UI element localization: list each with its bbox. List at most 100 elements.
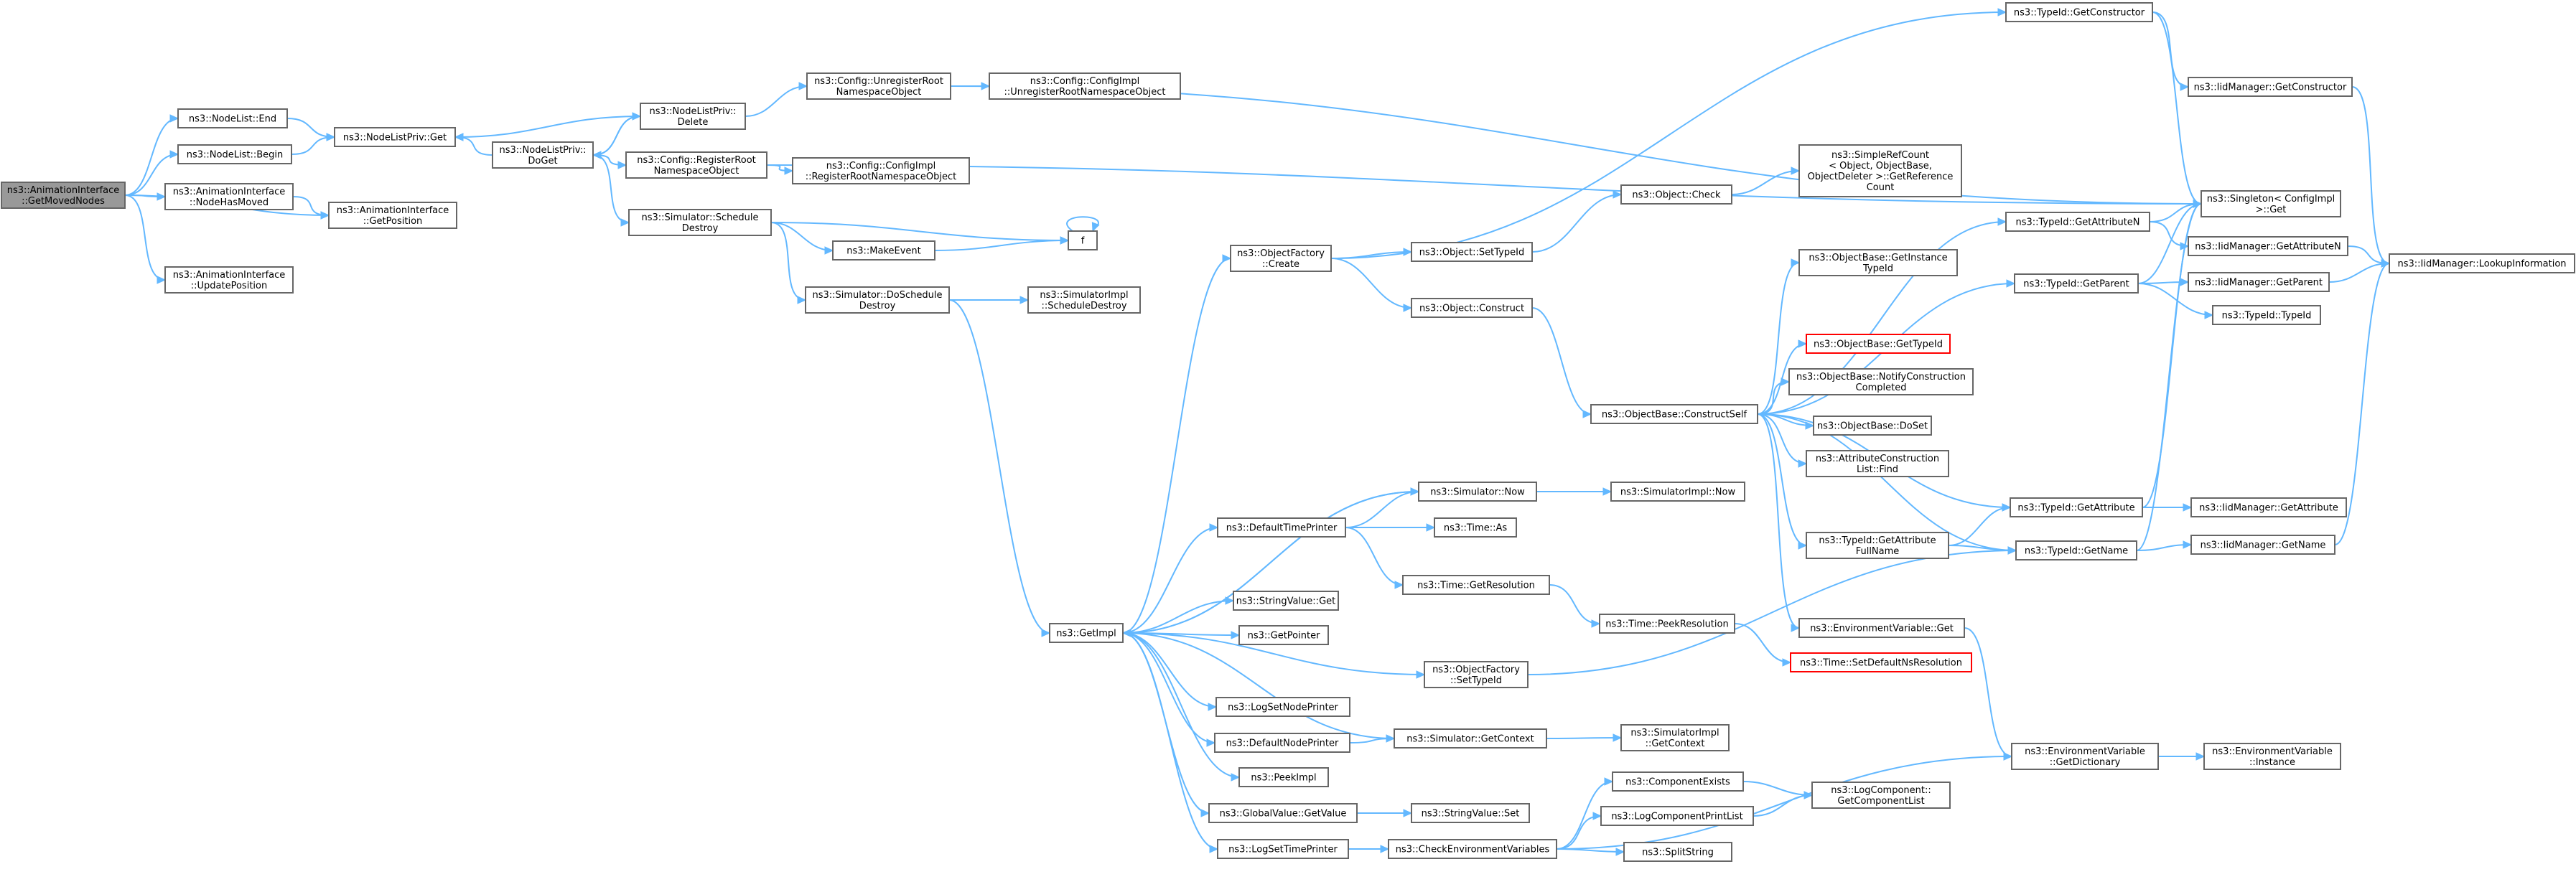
edge-ob-constructself-to-envvar-get (1757, 413, 1801, 632)
node-peekimpl[interactable]: ns3::PeekImpl (1238, 767, 1329, 787)
node-stringvalue-get[interactable]: ns3::StringValue::Get (1233, 591, 1339, 611)
node-time-getres[interactable]: ns3::Time::GetResolution (1402, 575, 1550, 595)
node-simimpl-sched[interactable]: ns3::SimulatorImpl::ScheduleDestroy (1027, 286, 1141, 314)
node-cfgimpl-reg[interactable]: ns3::Config::ConfigImpl::RegisterRootNam… (792, 157, 970, 184)
node-label-line: ns3::NodeList::End (189, 114, 276, 125)
node-label-line: ::ScheduleDestroy (1041, 301, 1126, 311)
node-tid-getattrn[interactable]: ns3::TypeId::GetAttributeN (2005, 212, 2150, 232)
edge-defaulttimeprinter-to-time-as (1345, 523, 1436, 532)
node-tid-getconstructor[interactable]: ns3::TypeId::GetConstructor (2005, 2, 2153, 22)
node-cfg-reg[interactable]: ns3::Config::RegisterRootNamespaceObject (625, 151, 767, 179)
node-box (1402, 575, 1550, 595)
node-ob-notify[interactable]: ns3::ObjectBase::NotifyConstructionCompl… (1788, 368, 1974, 395)
node-cfg-unreg[interactable]: ns3::Config::UnregisterRootNamespaceObje… (806, 72, 951, 100)
node-label-line: List::Find (1857, 464, 1898, 475)
node-nodehasmoved[interactable]: ns3::AnimationInterface::NodeHasMoved (164, 183, 294, 210)
node-stringvalue-set[interactable]: ns3::StringValue::Set (1411, 803, 1530, 823)
node-label-line: ::GetDictionary (2050, 757, 2121, 768)
node-box (177, 144, 292, 164)
node-singleton-get[interactable]: ns3::Singleton< ConfigImpl>::Get (2201, 190, 2341, 217)
node-getimpl[interactable]: ns3::GetImpl (1049, 623, 1124, 643)
node-iid-getname[interactable]: ns3::IidManager::GetName (2190, 535, 2335, 555)
node-box (1620, 724, 1730, 751)
node-label-line: ns3::LogComponentPrintList (1611, 812, 1742, 822)
node-label-line: ns3::GetImpl (1056, 629, 1116, 639)
edge-logcompprintlist-to-logcomp-getlist (1753, 791, 1814, 817)
node-box (1, 182, 126, 209)
node-nlp-delete[interactable]: ns3::NodeListPriv::Delete (640, 103, 746, 130)
edge-nlp-delete-to-nlp-get (454, 116, 641, 141)
node-nlp-get[interactable]: ns3::NodeListPriv::Get (334, 127, 456, 147)
node-defaulttimeprinter[interactable]: ns3::DefaultTimePrinter (1217, 517, 1346, 538)
node-nl-begin[interactable]: ns3::NodeList::Begin (177, 144, 292, 164)
node-label-line: ns3::Config::ConfigImpl (1030, 76, 1140, 87)
node-of-create[interactable]: ns3::ObjectFactory::Create (1230, 245, 1332, 272)
node-makeevent[interactable]: ns3::MakeEvent (832, 240, 935, 261)
node-label-line: ns3::IidManager::GetConstructor (2194, 83, 2347, 93)
node-nlp-doget[interactable]: ns3::NodeListPriv::DoGet (492, 141, 594, 169)
node-label-line: ns3::StringValue::Get (1236, 596, 1335, 607)
node-defaultnodeprinter[interactable]: ns3::DefaultNodePrinter (1214, 733, 1350, 753)
node-iid-lookup[interactable]: ns3::IidManager::LookupInformation (2389, 253, 2575, 273)
node-iid-getconstructor[interactable]: ns3::IidManager::GetConstructor (2188, 77, 2353, 97)
node-iid-getparent[interactable]: ns3::IidManager::GetParent (2188, 272, 2330, 292)
node-label-line: ::SetTypeId (1450, 675, 1502, 686)
node-of-settypeid[interactable]: ns3::ObjectFactory::SetTypeId (1424, 661, 1529, 688)
node-ob-gettypeid[interactable]: ns3::ObjectBase::GetTypeId (1806, 334, 1951, 354)
node-box (1806, 334, 1951, 354)
node-label-line: ns3::ObjectFactory (1237, 248, 1325, 259)
node-f[interactable]: f (1068, 230, 1098, 250)
node-splitstring[interactable]: ns3::SplitString (1623, 842, 1732, 862)
node-tid-typeid[interactable]: ns3::TypeId::TypeId (2212, 305, 2321, 325)
node-label-line: Delete (678, 117, 709, 128)
node-updateposition[interactable]: ns3::AnimationInterface::UpdatePosition (164, 266, 294, 294)
node-box (1599, 614, 1735, 634)
node-time-as[interactable]: ns3::Time::As (1434, 517, 1517, 538)
node-box (1215, 697, 1350, 717)
node-ob-doset[interactable]: ns3::ObjectBase::DoSet (1813, 416, 1932, 436)
node-sim-getcontext[interactable]: ns3::Simulator::GetContext (1394, 728, 1547, 749)
node-envvar-get[interactable]: ns3::EnvironmentVariable::Get (1798, 618, 1965, 638)
node-box (1418, 482, 1537, 502)
node-time-setdefault[interactable]: ns3::Time::SetDefaultNsResolution (1790, 652, 1972, 672)
node-cfgimpl-unreg[interactable]: ns3::Config::ConfigImpl::UnregisterRootN… (989, 72, 1181, 100)
node-getposition[interactable]: ns3::AnimationInterface::GetPosition (328, 202, 457, 229)
node-iid-getattrn[interactable]: ns3::IidManager::GetAttributeN (2188, 236, 2348, 256)
node-logsetnodeprinter[interactable]: ns3::LogSetNodePrinter (1215, 697, 1350, 717)
node-obj-settypeid[interactable]: ns3::Object::SetTypeId (1411, 242, 1533, 262)
node-iid-getattribute[interactable]: ns3::IidManager::GetAttribute (2190, 497, 2347, 517)
node-label-line: ns3::TypeId::GetParent (2023, 279, 2129, 290)
node-nl-end[interactable]: ns3::NodeList::End (177, 108, 288, 128)
node-logsettimeprinter[interactable]: ns3::LogSetTimePrinter (1217, 839, 1349, 859)
node-simimpl-now[interactable]: ns3::SimulatorImpl::Now (1610, 482, 1745, 502)
node-label-line: ns3::ObjectBase::GetInstance (1809, 253, 1947, 263)
node-ob-constructself[interactable]: ns3::ObjectBase::ConstructSelf (1590, 404, 1758, 424)
node-label-line: ns3::ObjectBase::NotifyConstruction (1796, 372, 1966, 383)
node-envvar-getdict[interactable]: ns3::EnvironmentVariable::GetDictionary (2011, 743, 2159, 770)
node-box (1411, 803, 1530, 823)
node-envvar-instance[interactable]: ns3::EnvironmentVariable::Instance (2203, 743, 2341, 770)
node-obj-construct[interactable]: ns3::Object::Construct (1411, 298, 1533, 318)
node-obj-check[interactable]: ns3::Object::Check (1620, 184, 1732, 205)
node-componentexists[interactable]: ns3::ComponentExists (1612, 771, 1744, 792)
node-globalvalue-get[interactable]: ns3::GlobalValue::GetValue (1208, 803, 1358, 823)
node-simimpl-getcontext[interactable]: ns3::SimulatorImpl::GetContext (1620, 724, 1730, 751)
node-tid-getname[interactable]: ns3::TypeId::GetName (2015, 540, 2137, 560)
node-sim-schedule[interactable]: ns3::Simulator::ScheduleDestroy (628, 209, 772, 236)
node-logcomp-getlist[interactable]: ns3::LogComponent::GetComponentList (1811, 782, 1951, 809)
node-simplerefcount[interactable]: ns3::SimpleRefCount< Object, ObjectBase,… (1798, 144, 1962, 197)
node-tid-getattribute[interactable]: ns3::TypeId::GetAttribute (2010, 497, 2143, 517)
node-time-peekres[interactable]: ns3::Time::PeekResolution (1599, 614, 1735, 634)
node-sim-now[interactable]: ns3::Simulator::Now (1418, 482, 1537, 502)
node-checkenv[interactable]: ns3::CheckEnvironmentVariables (1388, 839, 1557, 859)
node-label-line: ::Create (1262, 259, 1299, 270)
node-logcompprintlist[interactable]: ns3::LogComponentPrintList (1600, 806, 1754, 826)
node-box (2011, 743, 2159, 770)
edge-obj-construct-to-ob-constructself (1531, 307, 1592, 418)
node-getpointer[interactable]: ns3::GetPointer (1238, 625, 1329, 645)
node-tid-getparent[interactable]: ns3::TypeId::GetParent (2014, 273, 2139, 294)
